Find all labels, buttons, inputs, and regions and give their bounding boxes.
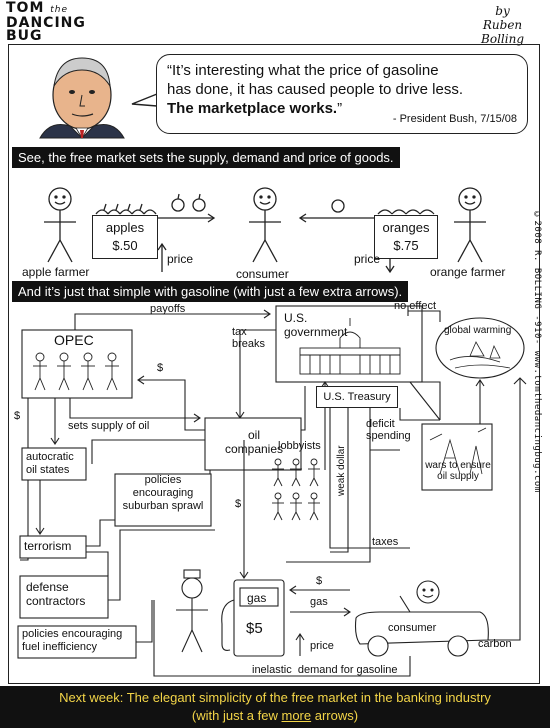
global-warming-label: global warming: [444, 325, 512, 336]
price-label-right: price: [354, 252, 381, 266]
us-government-line2: government: [284, 325, 348, 339]
copyright-text: ©2008 R. BOLLING -910- www.tomthedancing…: [532, 210, 542, 493]
byline-by: by: [495, 4, 510, 18]
oil-companies-line2: companies: [224, 442, 284, 456]
dollar-consumer-label: $: [316, 575, 323, 587]
footer-line2-pre: (with just a few: [191, 708, 282, 723]
weak-dollar-label: weak dollar: [336, 445, 347, 496]
quote-line1: “It’s interesting what the price of gaso…: [167, 62, 439, 79]
no-effect-label: no effect: [394, 300, 436, 312]
consumer-car-label: consumer: [388, 622, 437, 634]
dollar-left-label: $: [14, 410, 21, 422]
deficit-line2: spending: [366, 430, 411, 442]
apples-label: apples: [105, 220, 145, 235]
apple-farmer-label: apple farmer: [22, 265, 90, 279]
inelastic-demand-label: inelastic demand for gasoline: [252, 664, 398, 676]
next-week-footer: Next week: The elegant simplicity of the…: [0, 686, 550, 728]
oil-companies-line1: oil: [247, 428, 260, 442]
taxes-label: taxes: [372, 536, 399, 548]
quote-attribution: - President Bush, 7/15/08: [392, 113, 517, 125]
wars-line2: oil supply: [437, 471, 479, 482]
apples-price: $.50: [112, 238, 138, 253]
gas-pump-label: gas: [247, 591, 267, 605]
deficit-line1: deficit: [366, 418, 395, 430]
sprawl-label: policies encouraging suburban sprawl: [117, 474, 209, 513]
oranges-label: oranges: [382, 220, 430, 235]
section2-banner: And it’s just that simple with gasoline …: [12, 281, 409, 302]
defense-label: defense contractors: [26, 580, 85, 608]
footer-line1: Next week: The elegant simplicity of the…: [59, 690, 491, 705]
fuel-line2: fuel inefficiency: [22, 641, 98, 653]
tax-breaks-line2: breaks: [232, 338, 266, 350]
sprawl-line1: policies: [144, 474, 182, 486]
tax-breaks-line1: tax: [232, 326, 247, 338]
dollar-opec-label: $: [157, 362, 164, 374]
us-government-line1: U.S.: [284, 311, 308, 325]
autocratic-line2: oil states: [26, 464, 70, 476]
fuel-inefficiency-label: policies encouraging fuel inefficiency: [22, 628, 122, 654]
section1-banner: See, the free market sets the supply, de…: [12, 147, 400, 168]
consumer-label: consumer: [236, 267, 289, 281]
defense-line2: contractors: [26, 594, 86, 608]
comic-logo: TOM the DANCING BUG: [6, 0, 86, 44]
fuel-line1: policies encouraging: [22, 628, 123, 640]
quote-line2: has done, it has caused people to drive …: [167, 81, 464, 98]
price-label-left: price: [167, 252, 194, 266]
opec-label: OPEC: [54, 332, 94, 348]
lobbyists-label: lobbyists: [278, 440, 321, 452]
logo-the: the: [50, 5, 69, 15]
carbon-label: carbon: [478, 638, 512, 650]
dollar-gas-label: $: [235, 498, 242, 510]
defense-line1: defense: [26, 580, 69, 594]
oil-companies-label: oil companies: [214, 428, 294, 456]
logo-tom: TOM: [6, 0, 45, 16]
apples-box: apples $.50: [92, 215, 158, 259]
byline: by Ruben Bolling: [481, 4, 524, 46]
bush-quote-balloon: “It’s interesting what the price of gaso…: [156, 54, 528, 134]
logo-dancing: DANCING: [6, 15, 86, 31]
gas-arrow-label: gas: [310, 596, 328, 608]
terrorism-label: terrorism: [24, 539, 72, 553]
gas-pump-price: $5: [246, 620, 263, 637]
tax-breaks-label: tax breaks: [232, 326, 265, 350]
footer-line2-underlined: more: [281, 708, 312, 723]
wars-label: wars to ensure oil supply: [424, 460, 492, 482]
wars-line1: wars to ensure: [425, 460, 491, 471]
author-last: Bolling: [481, 32, 524, 46]
comic-panel: [8, 44, 540, 684]
sets-supply-label: sets supply of oil: [68, 420, 150, 432]
orange-farmer-label: orange farmer: [430, 265, 506, 279]
sprawl-line3: suburban sprawl: [122, 500, 204, 512]
autocratic-label: autocratic oil states: [26, 451, 74, 477]
author-first: Ruben: [482, 18, 523, 32]
autocratic-line1: autocratic: [26, 451, 74, 463]
us-treasury-box: U.S. Treasury: [316, 386, 398, 408]
sprawl-line2: encouraging: [132, 487, 194, 499]
oranges-box: oranges $.75: [374, 215, 438, 259]
oranges-price: $.75: [393, 238, 419, 253]
deficit-spending-label: deficit spending: [366, 418, 411, 442]
quote-line3-end: ”: [337, 100, 343, 117]
price-arrow-label: price: [310, 640, 334, 652]
footer-line2-post: arrows): [311, 708, 359, 723]
us-government-label: U.S. government: [284, 311, 347, 339]
logo-bug: BUG: [6, 28, 43, 44]
quote-line3: The marketplace works.: [167, 100, 338, 117]
payoffs-label: payoffs: [150, 303, 186, 315]
